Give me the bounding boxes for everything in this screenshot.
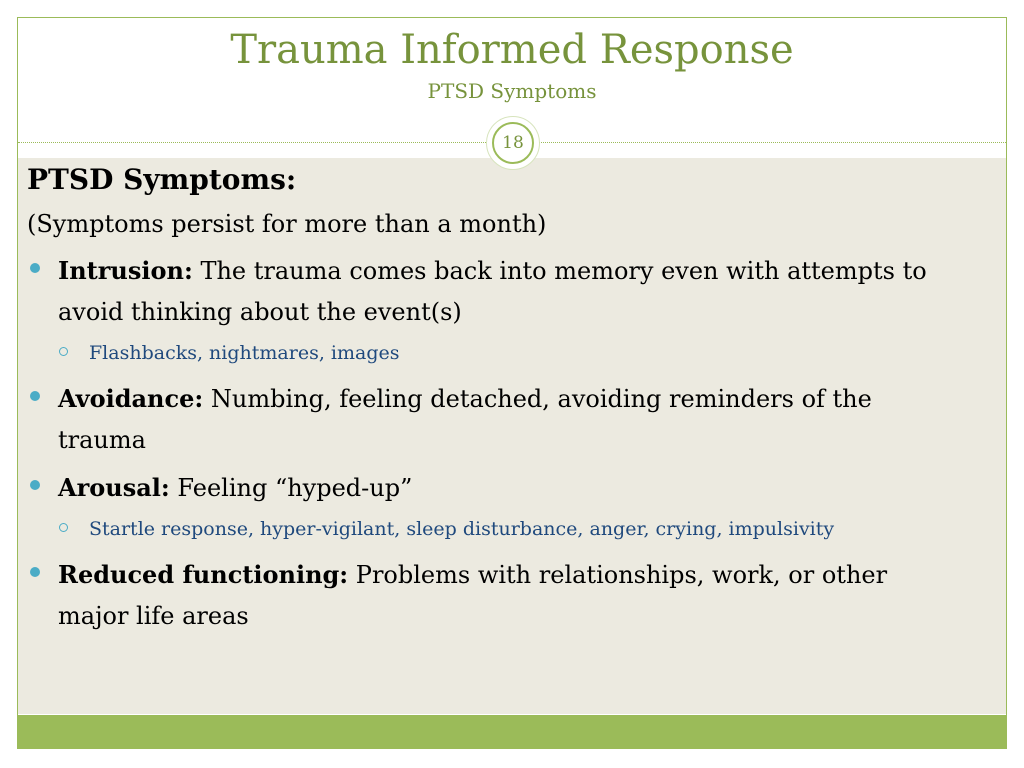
bullet-dot-icon [30,567,40,577]
bullet-lead: Reduced functioning: [58,560,349,589]
bullet-lead: Intrusion: [58,256,193,285]
sub-bullet-text: Flashbacks, nightmares, images [89,342,400,364]
content-area [18,158,1006,714]
sub-bullet-intrusion: Flashbacks, nightmares, images [27,337,927,370]
slide-subtitle: PTSD Symptoms [427,79,597,103]
bullet-text: Feeling “hyped-up” [169,474,413,502]
bullet-reduced-functioning: Reduced functioning: Problems with relat… [27,554,927,637]
slide-title: Trauma Informed Response [230,27,794,73]
bullet-dot-icon [30,391,40,401]
bullet-dot-icon [30,263,40,273]
slide: Trauma Informed Response PTSD Symptoms 1… [17,17,1007,749]
bullet-lead: Avoidance: [58,384,204,413]
body-heading: PTSD Symptoms: [27,163,297,196]
bullet-lead: Arousal: [58,473,170,502]
bullet-intrusion: Intrusion: The trauma comes back into me… [27,250,927,333]
bullet-avoidance: Avoidance: Numbing, feeling detached, av… [27,378,927,461]
bullet-dot-icon [30,480,40,490]
sub-bullet-arousal: Startle response, hyper-vigilant, sleep … [27,513,927,546]
bullet-text: Problems with relationships, work, or ot… [58,561,888,630]
sub-bullet-text: Startle response, hyper-vigilant, sleep … [89,518,835,540]
page-number-badge: 18 [486,116,540,170]
body-note: (Symptoms persist for more than a month) [27,210,547,238]
page-number: 18 [492,122,534,164]
footer-bar [18,715,1006,748]
bullet-text: The trauma comes back into memory even w… [58,257,927,326]
sub-bullet-ring-icon [59,523,68,532]
bullet-text: Numbing, feeling detached, avoiding remi… [58,385,872,454]
slide-body: PTSD Symptoms: (Symptoms persist for mor… [27,162,927,643]
bullet-arousal: Arousal: Feeling “hyped-up” [27,467,927,509]
sub-bullet-ring-icon [59,347,68,356]
